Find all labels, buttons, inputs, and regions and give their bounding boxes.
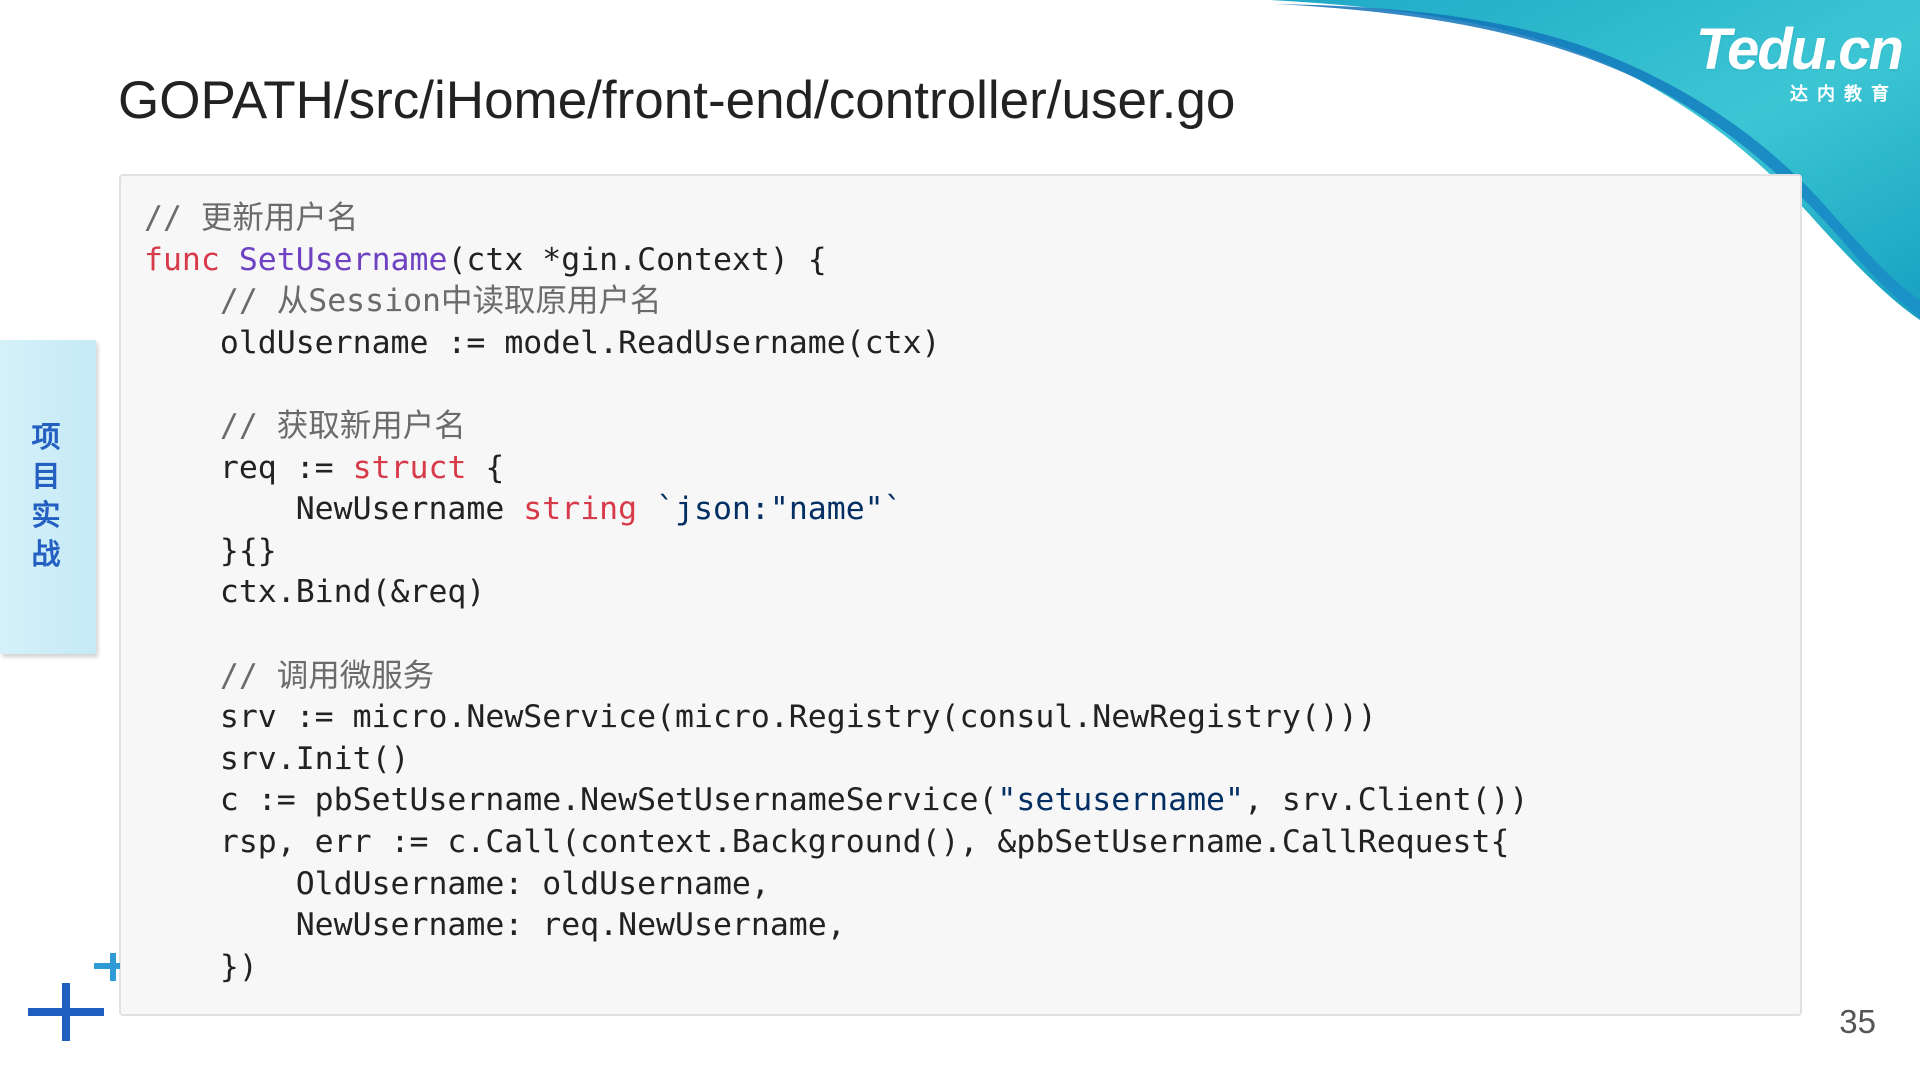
code-line: func SetUsername(ctx *gin.Context) { (144, 240, 1528, 282)
code-token-string: `json:"name"` (656, 491, 903, 528)
code-token-plain: OldUsername: oldUsername, (144, 865, 770, 902)
code-line (144, 364, 1528, 406)
code-line: c := pbSetUsername.NewSetUsernameService… (144, 780, 1529, 822)
code-token-plain (144, 658, 220, 694)
code-line: req := struct { (144, 448, 1528, 490)
code-line: ctx.Bind(&req) (144, 572, 1528, 614)
code-token-plain: NewUsername (144, 491, 524, 528)
code-token-plain: (ctx *gin.Context) { (447, 241, 827, 278)
tedu-logo: Tedu.cn 达内教育 (1642, 17, 1904, 108)
code-line: // 获取新用户名 (144, 406, 1528, 448)
code-token-plain: rsp, err := c.Call(context.Background(),… (144, 823, 1510, 860)
code-line: srv.Init() (144, 739, 1528, 781)
code-line: }) (144, 947, 1528, 989)
code-line (144, 614, 1528, 656)
code-token-plain: NewUsername: req.NewUsername, (144, 907, 846, 944)
code-line: }{} (144, 531, 1528, 573)
code-token-keyword: string (523, 491, 638, 528)
plus-icon (28, 983, 104, 1041)
code-token-plain: ctx.Bind(&req) (144, 574, 486, 611)
code-line: // 调用微服务 (144, 656, 1528, 698)
code-token-plain: oldUsername := model.ReadUsername(ctx) (144, 324, 941, 361)
code-block: // 更新用户名 func SetUsername(ctx *gin.Contex… (144, 198, 1528, 988)
code-line: rsp, err := c.Call(context.Background(),… (144, 822, 1528, 864)
code-token-plain: }) (144, 948, 258, 985)
code-token-plain: }{} (144, 532, 277, 569)
code-token-plain: { (466, 449, 505, 486)
code-token-comment: // 获取新用户名 (219, 407, 466, 444)
code-line: // 从Session中读取原用户名 (144, 281, 1528, 323)
code-token-comment: // 更新用户名 (144, 200, 359, 236)
code-line: // 更新用户名 (144, 198, 1528, 240)
code-token-plain (637, 491, 656, 527)
plus-icon (94, 953, 120, 981)
code-token-plain: , srv.Client()) (1243, 782, 1529, 819)
logo-brand-text: Tedu.cn (1695, 17, 1904, 82)
code-token-plain (144, 283, 220, 319)
code-line: NewUsername: req.NewUsername, (144, 905, 1528, 947)
code-token-plain (144, 408, 220, 444)
code-token-string: "setusername" (997, 782, 1244, 819)
code-token-plain: req := (144, 449, 353, 486)
code-line: oldUsername := model.ReadUsername(ctx) (144, 323, 1528, 365)
page-title: GOPATH/src/iHome/front-end/controller/us… (118, 71, 1236, 130)
code-token-comment: // 调用微服务 (219, 657, 435, 694)
code-token-keyword: struct (352, 449, 467, 486)
code-token-plain: c := pbSetUsername.NewSetUsernameService… (144, 782, 998, 819)
code-line: NewUsername string `json:"name"` (144, 489, 1528, 531)
code-line: OldUsername: oldUsername, (144, 864, 1528, 906)
code-token-plain (220, 242, 239, 278)
side-tab: 项目实战 (0, 340, 96, 654)
page-number: 35 (1839, 1003, 1876, 1040)
logo-tagline: 达内教育 (1790, 84, 1898, 105)
code-token-keyword: func (144, 241, 220, 278)
code-token-func: SetUsername (238, 241, 448, 278)
code-token-plain: srv.Init() (144, 740, 410, 777)
code-token-plain: srv := micro.NewService(micro.Registry(c… (144, 699, 1377, 736)
side-tab-label: 项目实战 (31, 420, 61, 571)
code-token-comment: // 从Session中读取原用户名 (219, 283, 662, 320)
code-line: srv := micro.NewService(micro.Registry(c… (144, 697, 1528, 739)
code-panel: // 更新用户名 func SetUsername(ctx *gin.Contex… (119, 174, 1802, 1016)
